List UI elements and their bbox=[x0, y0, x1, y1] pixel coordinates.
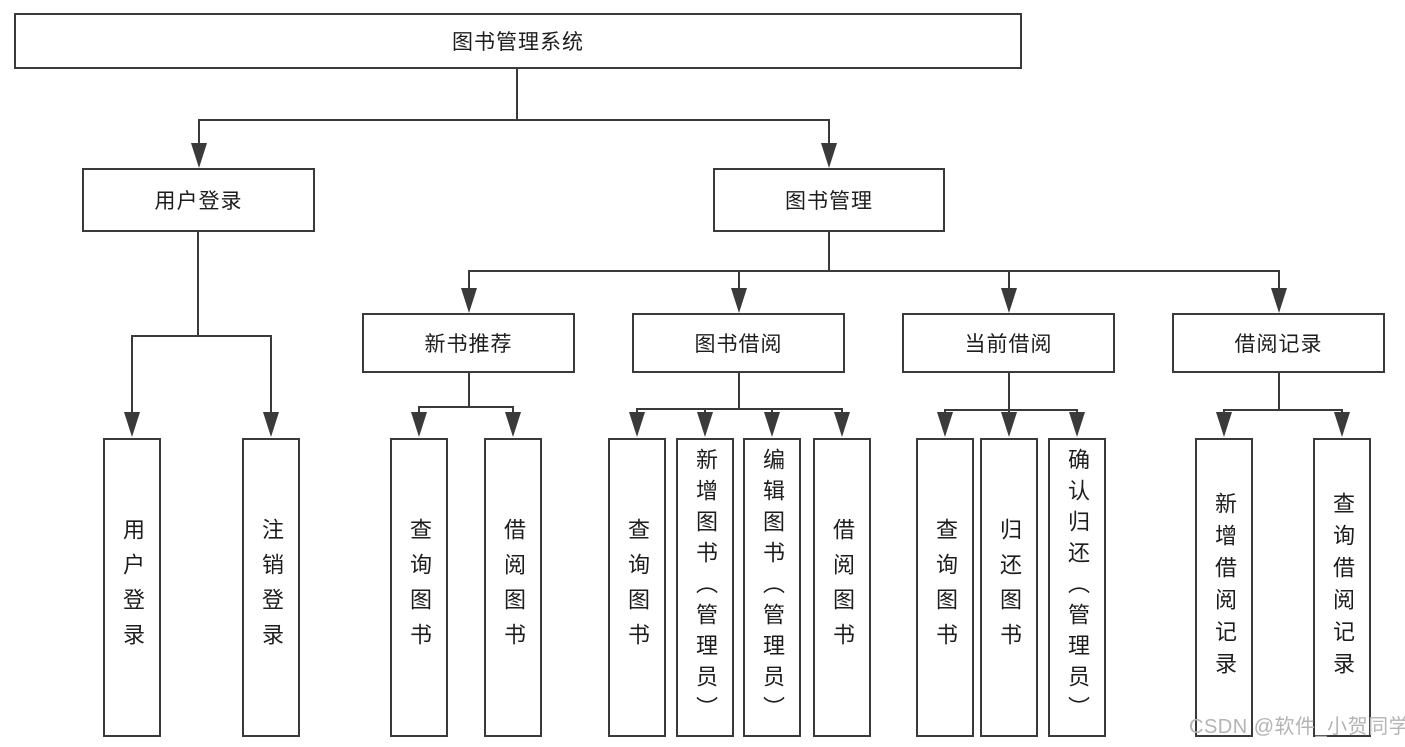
leaf-label: 新增图书（管理员） bbox=[693, 448, 718, 727]
node-book-borrowing: 图书借阅 bbox=[632, 313, 845, 373]
node-label: 新书推荐 bbox=[424, 333, 513, 356]
arrow-down-icon bbox=[1271, 288, 1287, 313]
leaf-label: 归还图书 bbox=[997, 517, 1022, 658]
arrow-down-icon bbox=[731, 288, 747, 313]
connector-root-bus bbox=[198, 119, 830, 121]
leaf-label: 借阅图书 bbox=[501, 517, 526, 658]
leaf-label: 编辑图书（管理员） bbox=[760, 448, 785, 727]
watermark: CSDN @软件_小贺同学 bbox=[1189, 716, 1405, 738]
connector-userlogin-drop-2 bbox=[270, 337, 272, 413]
connector-userlogin-bus bbox=[131, 335, 272, 337]
leaf-borrow-books: 借阅图书 bbox=[813, 438, 871, 737]
connector-root-drop-left bbox=[198, 121, 200, 145]
connector-borrow-drop-3 bbox=[771, 410, 773, 413]
leaf-edit-books-admin: 编辑图书（管理员） bbox=[743, 438, 801, 737]
connector-root-stem bbox=[516, 68, 518, 120]
leaf-add-books-admin: 新增图书（管理员） bbox=[676, 438, 734, 737]
arrow-down-icon bbox=[461, 288, 477, 313]
connector-bookmgmt-stem bbox=[828, 232, 830, 271]
leaf-query-borrow-record: 查询借阅记录 bbox=[1313, 438, 1371, 737]
connector-record-stem bbox=[1278, 373, 1280, 410]
leaf-query-books-borrow: 查询图书 bbox=[608, 438, 666, 737]
node-label: 图书借阅 bbox=[694, 333, 783, 356]
arrow-down-icon bbox=[124, 412, 140, 437]
leaf-logout: 注销登录 bbox=[242, 438, 300, 737]
node-label: 借阅记录 bbox=[1234, 333, 1323, 356]
connector-bookmgmt-drop-3 bbox=[1008, 272, 1010, 289]
leaf-return-books: 归还图书 bbox=[980, 438, 1038, 737]
connector-newbook-drop-1 bbox=[418, 408, 420, 413]
arrow-down-icon bbox=[1334, 412, 1350, 437]
connector-current-stem bbox=[1008, 373, 1010, 410]
connector-borrow-drop-2 bbox=[704, 410, 706, 413]
connector-borrow-bus bbox=[636, 408, 843, 410]
leaf-label: 查询图书 bbox=[933, 517, 958, 658]
connector-bookmgmt-bus bbox=[468, 270, 1280, 272]
node-label: 图书管理系统 bbox=[452, 31, 584, 54]
node-user-login: 用户登录 bbox=[82, 168, 315, 232]
connector-userlogin-stem bbox=[197, 232, 199, 336]
connector-newbook-drop-2 bbox=[512, 408, 514, 413]
node-label: 用户登录 bbox=[154, 190, 243, 213]
arrow-down-icon bbox=[1001, 412, 1017, 437]
node-book-management: 图书管理 bbox=[713, 168, 945, 232]
leaf-label: 查询借阅记录 bbox=[1330, 491, 1355, 684]
connector-borrow-drop-4 bbox=[841, 410, 843, 413]
arrow-down-icon bbox=[1069, 412, 1085, 437]
leaf-label: 借阅图书 bbox=[830, 517, 855, 658]
leaf-add-borrow-record: 新增借阅记录 bbox=[1195, 438, 1253, 737]
leaf-borrow-books-recommend: 借阅图书 bbox=[484, 438, 542, 737]
connector-current-bus bbox=[944, 409, 1078, 411]
connector-bookmgmt-drop-1 bbox=[468, 272, 470, 289]
arrow-down-icon bbox=[937, 412, 953, 437]
arrow-down-icon bbox=[697, 412, 713, 437]
arrow-down-icon bbox=[1216, 412, 1232, 437]
leaf-label: 查询图书 bbox=[625, 517, 650, 658]
connector-bookmgmt-drop-4 bbox=[1278, 272, 1280, 289]
arrow-down-icon bbox=[1001, 288, 1017, 313]
leaf-label: 新增借阅记录 bbox=[1212, 491, 1237, 684]
arrow-down-icon bbox=[764, 412, 780, 437]
connector-bookmgmt-drop-2 bbox=[738, 272, 740, 289]
leaf-user-login: 用户登录 bbox=[103, 438, 161, 737]
node-label: 图书管理 bbox=[785, 190, 873, 213]
connector-record-bus bbox=[1223, 409, 1343, 411]
connector-root-drop-right bbox=[828, 121, 830, 145]
node-new-book-recommendation: 新书推荐 bbox=[362, 313, 575, 373]
leaf-label: 查询图书 bbox=[407, 517, 432, 658]
connector-userlogin-drop-1 bbox=[131, 337, 133, 413]
arrow-down-icon bbox=[191, 143, 207, 168]
connector-newbook-stem bbox=[468, 373, 470, 407]
connector-borrow-drop-1 bbox=[636, 410, 638, 413]
node-current-borrowing: 当前借阅 bbox=[902, 313, 1115, 373]
arrow-down-icon bbox=[411, 412, 427, 437]
leaf-query-books-recommend: 查询图书 bbox=[390, 438, 448, 737]
leaf-label: 确认归还（管理员） bbox=[1065, 448, 1090, 727]
arrow-down-icon bbox=[263, 412, 279, 437]
leaf-label: 注销登录 bbox=[259, 517, 284, 658]
node-label: 当前借阅 bbox=[964, 333, 1053, 356]
node-root: 图书管理系统 bbox=[14, 13, 1022, 69]
connector-borrow-stem bbox=[738, 373, 740, 409]
arrow-down-icon bbox=[629, 412, 645, 437]
arrow-down-icon bbox=[834, 412, 850, 437]
node-borrowing-records: 借阅记录 bbox=[1172, 313, 1385, 373]
arrow-down-icon bbox=[505, 412, 521, 437]
leaf-confirm-return-admin: 确认归还（管理员） bbox=[1048, 438, 1106, 737]
connector-newbook-bus bbox=[418, 406, 514, 408]
leaf-label: 用户登录 bbox=[120, 517, 145, 658]
arrow-down-icon bbox=[821, 143, 837, 168]
leaf-query-books-current: 查询图书 bbox=[916, 438, 974, 737]
